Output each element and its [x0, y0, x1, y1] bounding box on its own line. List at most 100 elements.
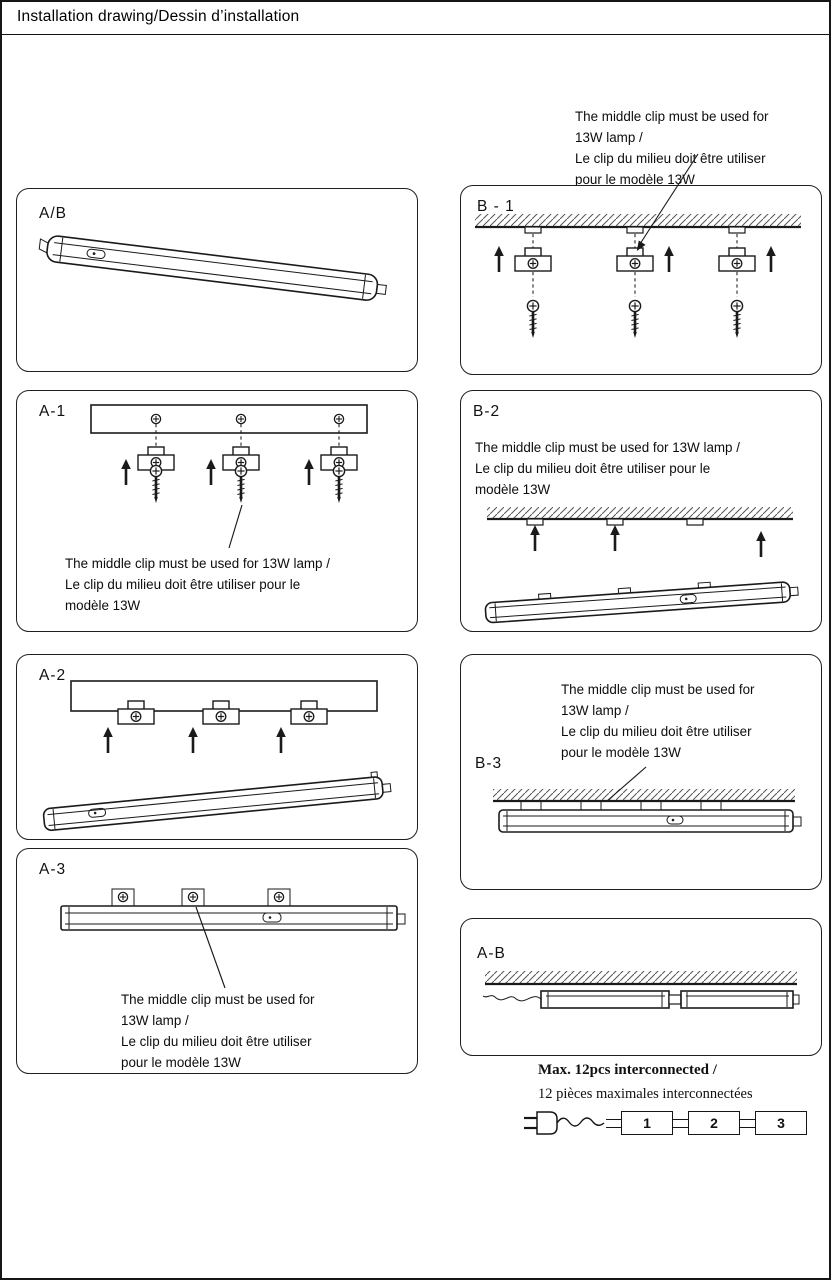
up-arrow-icon	[754, 529, 768, 559]
lamp-with-clips-illustration	[60, 888, 406, 989]
screw-icon	[234, 464, 248, 505]
panel-a2-label: A-2	[39, 667, 67, 684]
lamp-unit-3: 3	[755, 1111, 807, 1135]
panel-b1: B - 1	[460, 185, 822, 375]
connector-pin	[396, 913, 406, 925]
note-a3: The middle clip must be used for 13W lam…	[121, 989, 315, 1073]
up-arrow-icon	[274, 725, 288, 755]
note-b1-line: Le clip du milieu doit être utiliser	[575, 151, 766, 166]
up-arrow-icon	[186, 725, 200, 755]
mounting-clip-icon	[616, 247, 654, 272]
connector-pin	[381, 783, 392, 793]
panel-b2-label: B-2	[473, 403, 501, 420]
note-b3: The middle clip must be used for 13W lam…	[561, 679, 755, 763]
note-b1-line: The middle clip must be used for	[575, 109, 769, 124]
lamp-end-hook	[38, 238, 49, 254]
note-a3-line: 13W lamp /	[121, 1013, 189, 1028]
note-a1-line: Le clip du milieu doit être utiliser pou…	[65, 577, 301, 592]
note-a1-line: The middle clip must be used for 13W lam…	[65, 556, 330, 571]
up-arrow-icon	[528, 523, 542, 553]
clip-position-mark	[626, 226, 644, 234]
wall-mounting-illustration	[90, 404, 368, 549]
lamp-body	[680, 990, 794, 1009]
lamp-unit-2: 2	[688, 1111, 740, 1135]
screw-icon	[526, 299, 540, 340]
up-arrow-icon	[204, 457, 218, 487]
note-b1: The middle clip must be used for 13W lam…	[575, 106, 769, 190]
panel-a2: A-2	[16, 654, 418, 840]
up-arrow-icon	[302, 457, 316, 487]
lamp-body	[498, 809, 794, 833]
note-b3-line: pour le modèle 13W	[561, 745, 681, 760]
clip-tab	[370, 771, 378, 778]
mounting-clip-icon	[202, 700, 240, 725]
mounting-clip-icon	[718, 247, 756, 272]
ceiling-hatch	[475, 214, 801, 227]
screw-head-icon	[235, 413, 247, 425]
ceiling-hatch	[493, 789, 795, 801]
lamp-body	[540, 990, 670, 1009]
rail-install-illustration	[42, 680, 392, 832]
mounting-clip-icon	[514, 247, 552, 272]
screw-head-icon	[150, 413, 162, 425]
panel-b3: B-3 The middle clip must be used for 13W…	[460, 654, 822, 890]
lamp-body	[60, 905, 398, 931]
power-switch-icon	[86, 248, 106, 259]
panel-ab-label: A/B	[39, 205, 67, 222]
lamp-fixture-illustration	[38, 235, 387, 301]
connector-pin	[792, 994, 800, 1005]
note-b1-line: 13W lamp /	[575, 130, 643, 145]
interconnect-link	[606, 1118, 621, 1128]
clip-position-mark	[606, 518, 624, 526]
screw-icon	[332, 464, 346, 505]
lamp-body	[46, 235, 379, 301]
note-b3-line: The middle clip must be used for	[561, 682, 755, 697]
note-b3-leader-line	[606, 766, 647, 802]
up-arrow-icon	[662, 244, 676, 274]
power-switch-icon	[88, 807, 107, 818]
note-b3-line: 13W lamp /	[561, 703, 629, 718]
mounting-clip-icon	[580, 800, 602, 811]
panel-a3-label: A-3	[39, 861, 67, 878]
mounting-clip-icon	[222, 446, 260, 471]
clip-position-mark	[728, 226, 746, 234]
page-title: Installation drawing/Dessin d’installati…	[17, 8, 300, 25]
lamp-body	[484, 581, 799, 624]
note-b2: The middle clip must be used for 13W lam…	[475, 437, 740, 500]
screw-head-icon	[187, 891, 199, 903]
mounting-rail	[90, 404, 368, 434]
ceiling-hatch	[485, 971, 797, 984]
interconnected-lamps-illustration	[482, 971, 800, 1009]
note-a3-line: The middle clip must be used for	[121, 992, 315, 1007]
note-a1-line: modèle 13W	[65, 598, 141, 613]
lamp-body	[42, 771, 392, 832]
screw-head-icon	[117, 891, 129, 903]
interconnect-link	[740, 1118, 755, 1128]
up-arrow-icon	[119, 457, 133, 487]
power-cord	[482, 995, 542, 1002]
mounting-clip-icon	[520, 800, 542, 811]
clip-tab	[617, 587, 632, 595]
clip-position-mark	[526, 518, 544, 526]
mounting-rail	[70, 680, 378, 712]
screw-head-icon	[273, 891, 285, 903]
note-b3-line: Le clip du milieu doit être utiliser	[561, 724, 752, 739]
clip-tab	[697, 581, 711, 589]
panel-ab-connect: A-B	[460, 918, 822, 1056]
mounting-clip-icon	[290, 700, 328, 725]
interconnect-joint	[668, 994, 682, 1005]
mounting-clip-icon	[267, 888, 291, 907]
up-arrow-icon	[101, 725, 115, 755]
ceiling-mounting-illustration	[475, 214, 801, 340]
up-arrow-icon	[608, 523, 622, 553]
panel-a1: A-1 The middle clip must be used	[16, 390, 418, 632]
screw-icon	[628, 299, 642, 340]
note-b2-line: modèle 13W	[475, 482, 551, 497]
screw-icon	[149, 464, 163, 505]
note-a1-leader-line	[228, 504, 243, 549]
note-a3-line: Le clip du milieu doit être utiliser	[121, 1034, 312, 1049]
interconnect-link	[673, 1118, 688, 1128]
page-header: Installation drawing/Dessin d’installati…	[2, 2, 829, 35]
up-arrow-icon	[492, 244, 506, 274]
